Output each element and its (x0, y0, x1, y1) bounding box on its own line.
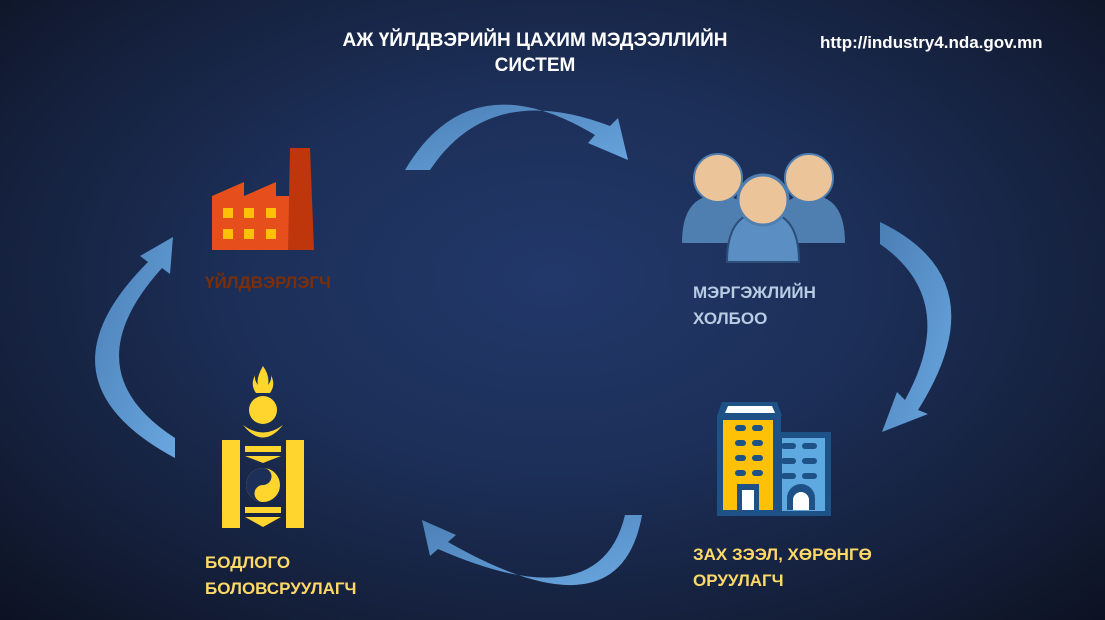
node-label-professional-association: МЭРГЭЖЛИЙН ХОЛБОО (693, 280, 816, 332)
page-title: АЖ ҮЙЛДВЭРИЙН ЦАХИМ МЭДЭЭЛЛИЙН СИСТЕМ (342, 30, 728, 76)
label-line: ЗАХ ЗЭЭЛ, ХӨРӨНГӨ (693, 545, 872, 564)
label-line: БОЛОВСРУУЛАГЧ (205, 579, 357, 598)
soyombo-emblem-icon (222, 366, 304, 528)
label-line: ХОЛБОО (693, 309, 768, 328)
label-line: МЭРГЭЖЛИЙН (693, 283, 816, 302)
node-label-policy-maker: БОДЛОГО БОЛОВСРУУЛАГЧ (205, 550, 356, 602)
website-url: http://industry4.nda.gov.mn (820, 33, 1043, 52)
arrow-top (405, 104, 628, 170)
buildings-icon (717, 402, 831, 516)
label-line: БОДЛОГО (205, 553, 291, 572)
label-line: ОРУУЛАГЧ (693, 571, 784, 590)
node-label-market-investor: ЗАХ ЗЭЭЛ, ХӨРӨНГӨ ОРУУЛАГЧ (693, 542, 872, 594)
arrow-bottom (422, 515, 642, 586)
node-label-producer: ҮЙЛДВЭРЛЭГЧ (205, 273, 331, 292)
arrow-left (95, 237, 175, 458)
factory-icon (212, 148, 314, 250)
arrow-right (880, 222, 952, 432)
people-icon (682, 153, 845, 263)
